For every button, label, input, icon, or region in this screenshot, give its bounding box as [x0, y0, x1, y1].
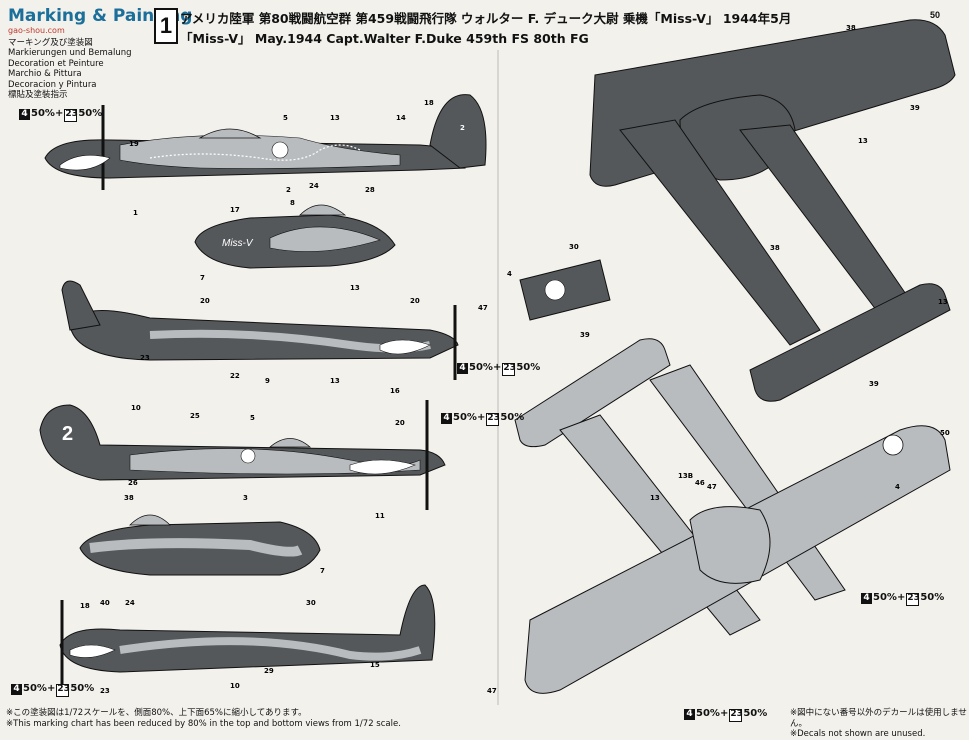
callout: 16 [390, 387, 400, 395]
callout: 5 [283, 114, 288, 122]
callout: 13B [678, 472, 693, 480]
scheme-number: 1 [154, 8, 178, 44]
nacelle-view-2 [79, 514, 321, 576]
callout: 15 [370, 661, 380, 669]
left-profile-view [44, 94, 487, 190]
boom-profile-view-2 [59, 584, 436, 690]
callout: 18 [424, 99, 434, 107]
callout: 13 [330, 114, 340, 122]
footer-note-jp: ※この塗装図は1/72スケールを、側面80%、上下面65%に縮小してあります。 [6, 708, 307, 718]
callout: 14 [396, 114, 406, 122]
callout: 50 [940, 429, 950, 437]
callout: 39 [869, 380, 879, 388]
brand-logo: Marking & Painting [8, 6, 193, 26]
paint-box-a: 4 [19, 109, 30, 120]
lang-line: Decoracion y Pintura [8, 79, 97, 90]
lang-line: マーキング及び塗装図 [8, 38, 93, 48]
header: Marking & Painting gao-shou.com マーキング及び塗… [0, 0, 969, 100]
callout: 3 [243, 494, 248, 502]
page-number: 50 [930, 10, 941, 20]
callout: 23 [100, 687, 110, 695]
callout: 38 [124, 494, 134, 502]
nose-number-1: 2 [460, 124, 465, 132]
callout: 46 [695, 479, 705, 487]
callout: 24 [125, 599, 135, 607]
top-view [519, 19, 956, 402]
callout: 13 [858, 137, 868, 145]
callout: 20 [395, 419, 405, 427]
callout: 28 [365, 186, 375, 194]
callout: 39 [910, 104, 920, 112]
paint-box-b: 23 [64, 109, 78, 122]
callout: 10 [230, 682, 240, 690]
lang-line: Marchio & Pittura [8, 69, 82, 80]
callout: 10 [131, 404, 141, 412]
callout: 4 [507, 270, 512, 278]
callout: 7 [320, 567, 325, 575]
nose-name-label: Miss-V [222, 238, 254, 249]
callout: 4 [895, 483, 900, 491]
callout: 24 [309, 182, 319, 190]
callout: 11 [375, 512, 385, 520]
callout: 18 [80, 602, 90, 610]
callout: 47 [707, 483, 717, 491]
callout: 22 [230, 372, 240, 380]
callout: 13 [650, 494, 660, 502]
unused-jp: ※図中にない番号以外のデカールは使用しません。 [790, 708, 967, 729]
callout: 13 [330, 377, 340, 385]
nose-number-2: 2 [62, 423, 73, 445]
callout: 8 [290, 199, 295, 207]
title-japanese: アメリカ陸軍 第80戦闘航空群 第459戦闘飛行隊 ウォルター F. デューク大… [180, 11, 792, 26]
callout: 2 [286, 186, 291, 194]
language-lines: マーキング及び塗装図 Markierungen und Bemalung Dec… [8, 38, 132, 100]
callout: 23 [140, 354, 150, 362]
callout: 29 [264, 667, 274, 675]
callout: 1 [133, 209, 138, 217]
nacelle-view-1 [194, 204, 396, 269]
callout: 7 [200, 274, 205, 282]
lang-line: Markierungen und Bemalung [8, 48, 132, 59]
callout: 17 [230, 206, 240, 214]
lang-line: Decoration et Peinture [8, 58, 104, 69]
footer-notes: ※この塗装図は1/72スケールを、側面80%、上下面65%に縮小してあります。 … [6, 708, 401, 729]
callout: 30 [306, 599, 316, 607]
bottom-view [514, 338, 951, 694]
callout: 26 [128, 479, 138, 487]
callout: 9 [265, 377, 270, 385]
unused-en: ※Decals not shown are unused. [790, 729, 926, 739]
callout: 40 [100, 599, 110, 607]
title-english: 「Miss-V」 May.1944 Capt.Walter F.Duke 459… [180, 31, 589, 46]
callout: 19 [129, 140, 139, 148]
boom-profile-view-1 [61, 280, 459, 380]
callout: 20 [200, 297, 210, 305]
callout: 13 [350, 284, 360, 292]
callout: 13 [938, 298, 948, 306]
callout: 38 [770, 244, 780, 252]
callout: 47 [478, 304, 488, 312]
footer-unused: ※図中にない番号以外のデカールは使用しません。 ※Decals not show… [790, 708, 969, 740]
callout: 20 [410, 297, 420, 305]
callout: 47 [487, 687, 497, 695]
callout: 39 [580, 331, 590, 339]
watermark-site: gao-shou.com [8, 26, 65, 35]
callout: 38 [846, 24, 856, 32]
footer-note-en: ※This marking chart has been reduced by … [6, 718, 401, 729]
lang-line: 標貼及塗裝指示 [8, 90, 68, 101]
callout: 5 [250, 414, 255, 422]
callout-labels: 19 5 13 14 18 1 2 24 28 17 8 7 13 20 20 … [80, 24, 950, 695]
callout: 25 [190, 412, 200, 420]
callout: 30 [569, 243, 579, 251]
right-profile-view [39, 400, 446, 510]
